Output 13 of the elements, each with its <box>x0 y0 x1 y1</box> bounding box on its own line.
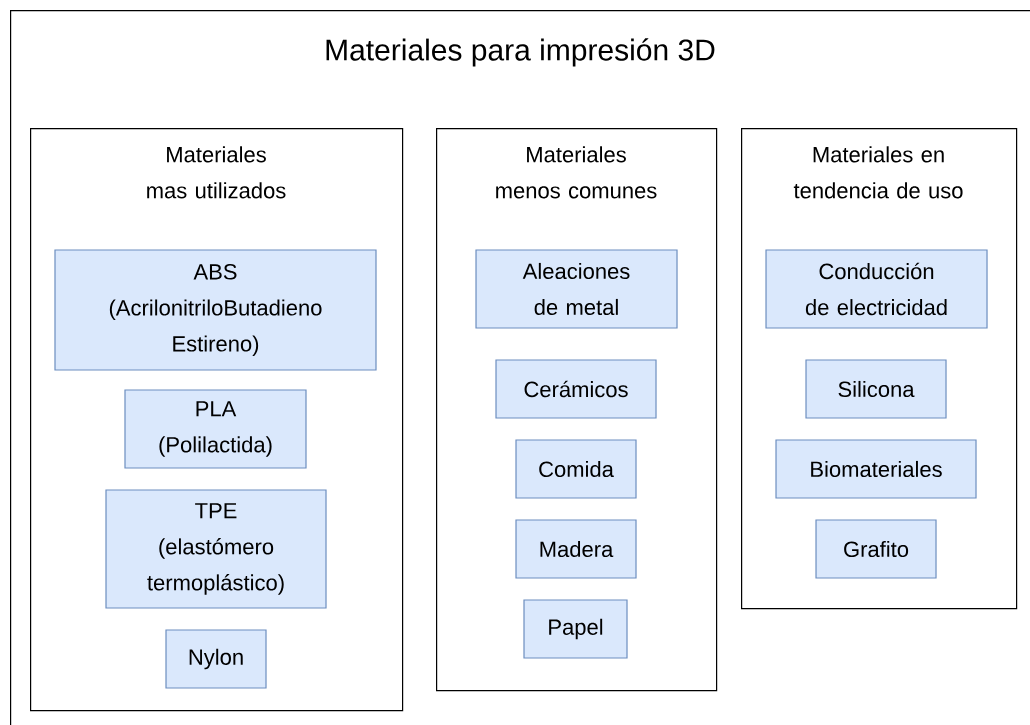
item-box: Nylon <box>165 629 267 689</box>
item-box: Cerámicos <box>495 359 657 419</box>
item-box: Biomateriales <box>775 439 977 499</box>
item-box: Comida <box>515 439 637 499</box>
item-box: ABS (AcrilonitriloButadieno Estireno) <box>54 249 377 371</box>
item-box: Silicona <box>805 359 947 419</box>
item-box: Conducción de electricidad <box>765 249 988 329</box>
item-box: Madera <box>515 519 637 579</box>
item-box: Grafito <box>815 519 937 579</box>
item-box: Papel <box>523 599 628 659</box>
item-box: PLA (Polilactida) <box>124 389 307 469</box>
item-box: TPE (elastómero termoplástico) <box>105 489 327 609</box>
item-box: Aleaciones de metal <box>475 249 678 329</box>
